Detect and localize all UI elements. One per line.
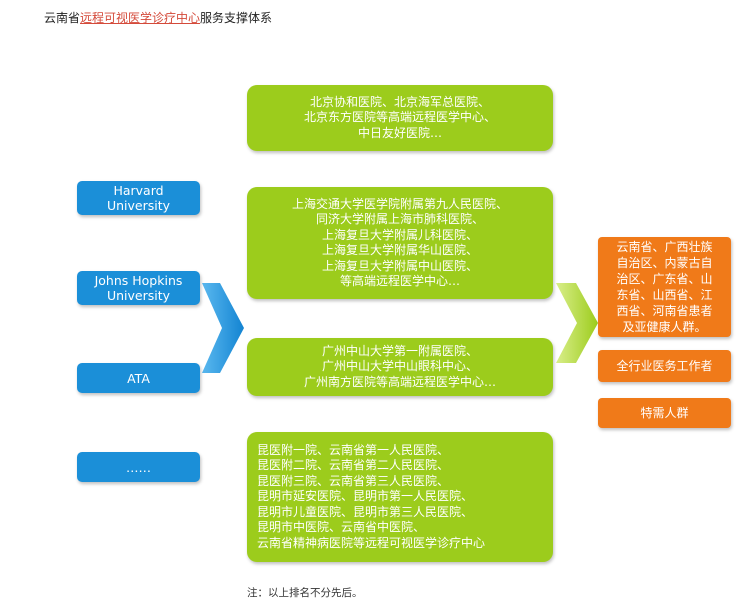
partner-johns-hopkins: Johns Hopkins University	[77, 271, 200, 305]
footnote: 注：以上排名不分先后。	[247, 587, 363, 599]
partner-label: Harvard University	[106, 183, 171, 213]
hospital-group-yunnan: 昆医附一院、云南省第一人民医院、 昆医附二院、云南省第二人民医院、 昆医附三院、…	[247, 432, 553, 562]
beneficiary-special-needs: 特需人群	[598, 398, 731, 428]
hospital-group-text: 昆医附一院、云南省第一人民医院、 昆医附二院、云南省第二人民医院、 昆医附三院、…	[257, 442, 486, 550]
hospital-group-shanghai: 上海交通大学医学院附属第九人民医院、 同济大学附属上海市肺科医院、 上海复旦大学…	[247, 187, 553, 299]
hospital-group-text: 北京协和医院、北京海军总医院、 北京东方医院等高端远程医学中心、 中日友好医院…	[303, 94, 496, 140]
beneficiary-patients: 云南省、广西壮族 自治区、内蒙古自 治区、广东省、山 东省、山西省、江 西省、河…	[598, 237, 731, 337]
partner-label: ……	[126, 459, 151, 475]
page-title: 云南省远程可视医学诊疗中心服务支撑体系	[44, 9, 272, 26]
partner-more: ……	[77, 452, 200, 482]
partner-label: Johns Hopkins University	[94, 273, 183, 303]
partner-label: ATA	[127, 370, 150, 386]
hospital-group-guangzhou: 广州中山大学第一附属医院、 广州中山大学中山眼科中心、 广州南方医院等高端远程医…	[247, 338, 553, 396]
partner-ata: ATA	[77, 363, 200, 393]
title-link[interactable]: 远程可视医学诊疗中心	[80, 11, 201, 25]
beneficiary-medical-workers: 全行业医务工作者	[598, 350, 731, 382]
title-suffix: 服务支撑体系	[200, 11, 273, 25]
partner-harvard: Harvard University	[77, 181, 200, 215]
blue-arrow	[202, 283, 244, 373]
hospital-group-text: 上海交通大学医学院附属第九人民医院、 同济大学附属上海市肺科医院、 上海复旦大学…	[291, 196, 508, 289]
green-arrow	[556, 283, 598, 363]
beneficiary-text: 特需人群	[640, 406, 689, 420]
beneficiary-text: 全行业医务工作者	[616, 359, 713, 373]
title-prefix: 云南省	[44, 11, 81, 25]
beneficiary-text: 云南省、广西壮族 自治区、内蒙古自 治区、广东省、山 东省、山西省、江 西省、河…	[616, 240, 713, 334]
hospital-group-beijing: 北京协和医院、北京海军总医院、 北京东方医院等高端远程医学中心、 中日友好医院…	[247, 85, 553, 151]
hospital-group-text: 广州中山大学第一附属医院、 广州中山大学中山眼科中心、 广州南方医院等高端远程医…	[303, 343, 496, 389]
